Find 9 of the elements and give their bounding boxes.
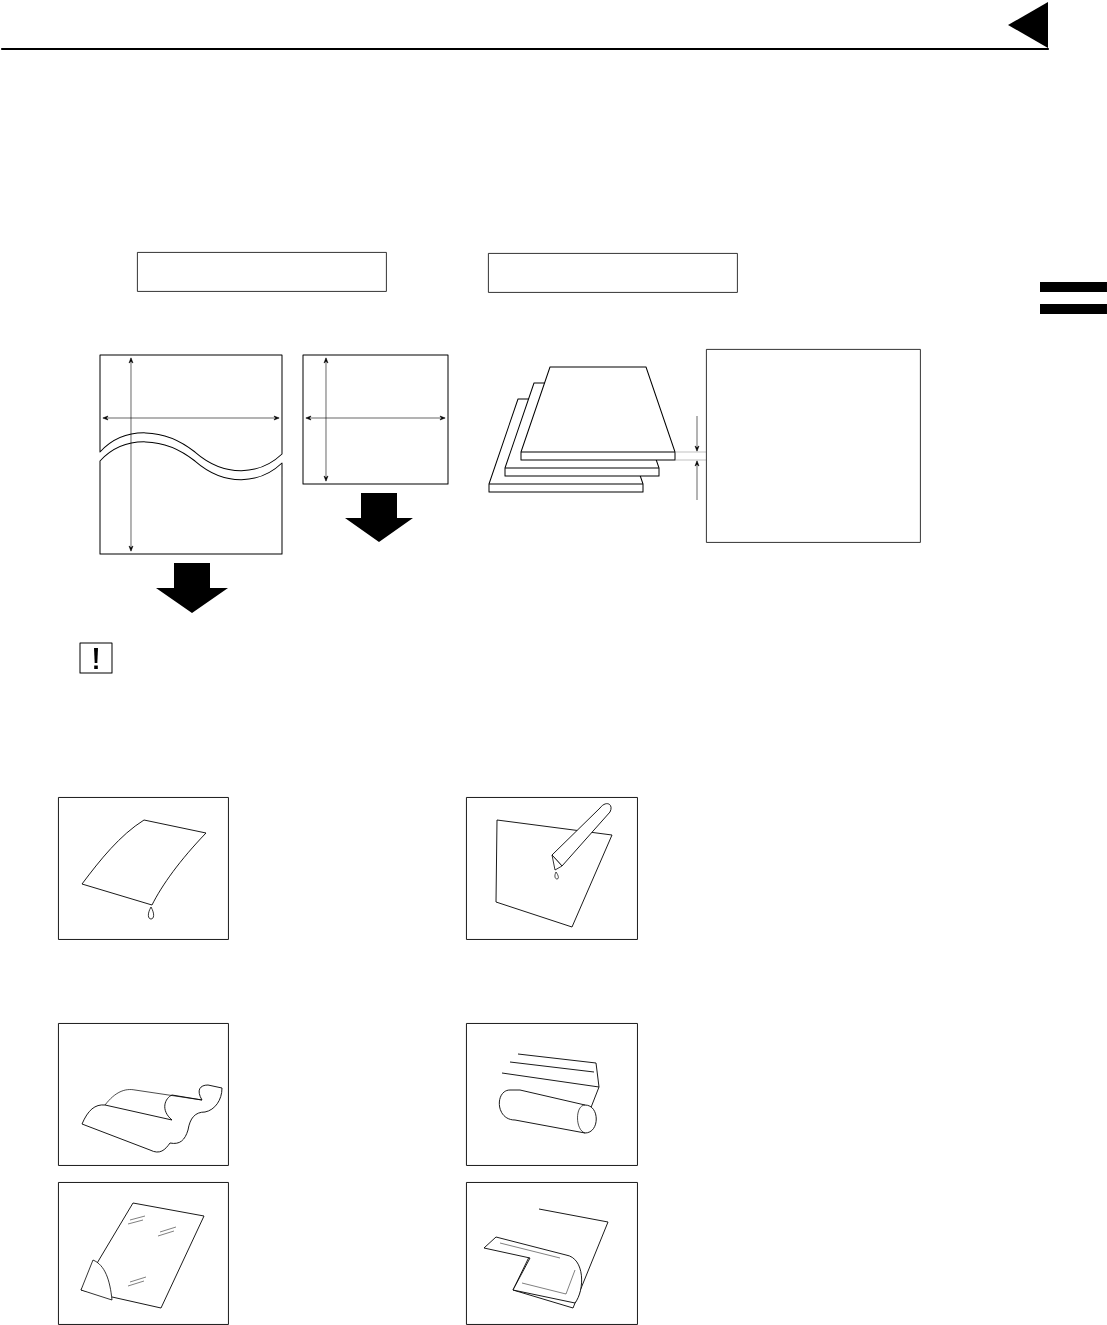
label-box (706, 349, 921, 543)
picture-frame (58, 797, 229, 940)
picture-frame (58, 1023, 229, 1166)
label-box (488, 253, 738, 293)
picture-frame (466, 1023, 638, 1166)
picture-frame (58, 1182, 229, 1325)
label-box (137, 252, 387, 292)
picture-frame (466, 1182, 638, 1325)
picture-frame (466, 797, 638, 940)
